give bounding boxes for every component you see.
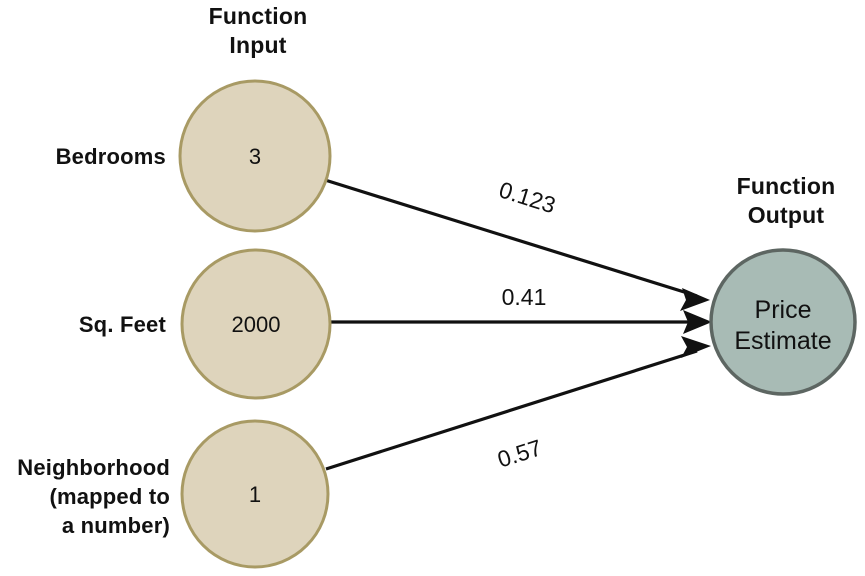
- input-node-neighborhood[interactable]: 1 Neighborhood (mapped to a number): [17, 419, 330, 569]
- arrowhead-sqfeet: [683, 310, 712, 334]
- output-node-price-estimate-circle[interactable]: [709, 248, 857, 396]
- input-node-bedrooms-label: Bedrooms: [56, 144, 166, 169]
- input-node-bedrooms-value: 3: [249, 144, 261, 169]
- input-node-neighborhood-label-line1: Neighborhood: [17, 455, 170, 480]
- input-node-sqfeet[interactable]: 2000 Sq. Feet: [79, 248, 332, 400]
- input-node-neighborhood-label-line3: a number): [62, 513, 170, 538]
- input-node-sqfeet-label: Sq. Feet: [79, 312, 167, 337]
- input-node-neighborhood-value: 1: [249, 482, 261, 507]
- edge-weight-sqfeet: 0.41: [502, 284, 547, 310]
- input-node-bedrooms-circle[interactable]: [178, 79, 332, 233]
- output-node-value-line2: Estimate: [734, 327, 831, 355]
- input-node-bedrooms[interactable]: 3 Bedrooms: [56, 79, 332, 233]
- function-output-heading-line2: Output: [748, 202, 825, 228]
- edge-weight-bedrooms: 0.123: [496, 176, 559, 218]
- input-node-neighborhood-label-line2: (mapped to: [49, 484, 170, 509]
- edge-sqfeet-to-price: 0.41: [330, 284, 712, 334]
- edge-weight-neighborhood: 0.57: [494, 434, 545, 472]
- function-input-heading: Function Input: [209, 3, 308, 58]
- function-input-heading-line1: Function: [209, 3, 308, 29]
- edge-line-bedrooms: [324, 178, 698, 298]
- output-node-price-estimate[interactable]: Price Estimate: [709, 248, 857, 396]
- output-node-value-line1: Price: [755, 296, 812, 324]
- edge-line-neighborhood: [325, 349, 698, 471]
- arrowhead-neighborhood: [681, 336, 711, 358]
- edge-neighborhood-to-price: 0.57: [325, 336, 711, 473]
- function-output-heading: Function Output: [737, 173, 836, 228]
- function-output-heading-line1: Function: [737, 173, 836, 199]
- arrowhead-bedrooms: [680, 288, 710, 311]
- function-input-heading-line2: Input: [229, 32, 286, 58]
- input-node-sqfeet-circle[interactable]: [180, 248, 332, 400]
- input-node-neighborhood-circle[interactable]: [180, 419, 330, 569]
- input-node-sqfeet-value: 2000: [232, 312, 281, 337]
